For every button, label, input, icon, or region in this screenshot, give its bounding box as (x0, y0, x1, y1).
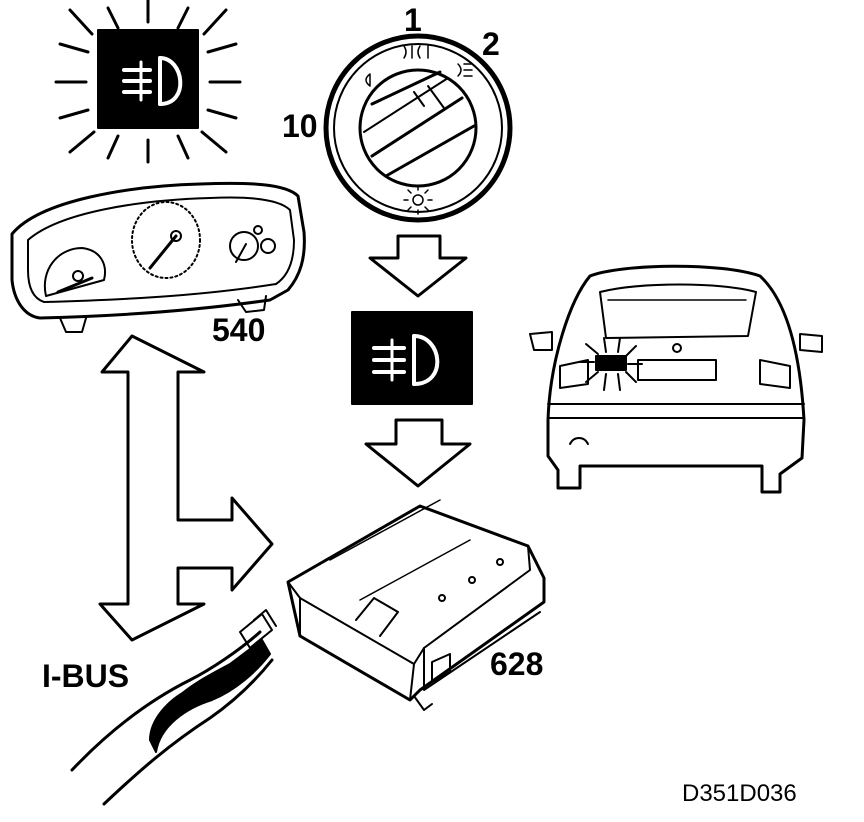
bus-cable (70, 609, 277, 806)
rear-fog-light-icon (372, 334, 440, 386)
rear-fog-lamp-lit (579, 337, 643, 391)
instrument-cluster (10, 181, 306, 333)
switch-position-1-label: 1 (404, 2, 422, 38)
switch-position-10-label: 10 (282, 108, 318, 144)
warning-lamp-lit (54, 0, 242, 164)
bus-label: I-BUS (42, 658, 130, 694)
flow-arrow-down-1 (368, 234, 468, 298)
figure-code-label: D351D036 (682, 780, 797, 807)
switch-symbols (365, 45, 473, 215)
rear-fog-light-icon (122, 56, 183, 106)
gauge-speedometer (131, 201, 201, 279)
control-module-label: 628 (490, 646, 544, 682)
switch-position-2-label: 2 (482, 26, 500, 62)
flow-arrow-down-2 (364, 418, 472, 488)
switch-knob (358, 68, 478, 188)
warning-lamp (351, 311, 473, 405)
light-switch (323, 33, 513, 223)
instrument-cluster-label: 540 (212, 312, 266, 348)
gauge-right (229, 225, 276, 263)
light-rays (54, 0, 242, 164)
bus-arrow (98, 334, 274, 642)
gauge-left (43, 247, 106, 297)
control-module (286, 499, 546, 711)
car-rear (529, 264, 823, 494)
